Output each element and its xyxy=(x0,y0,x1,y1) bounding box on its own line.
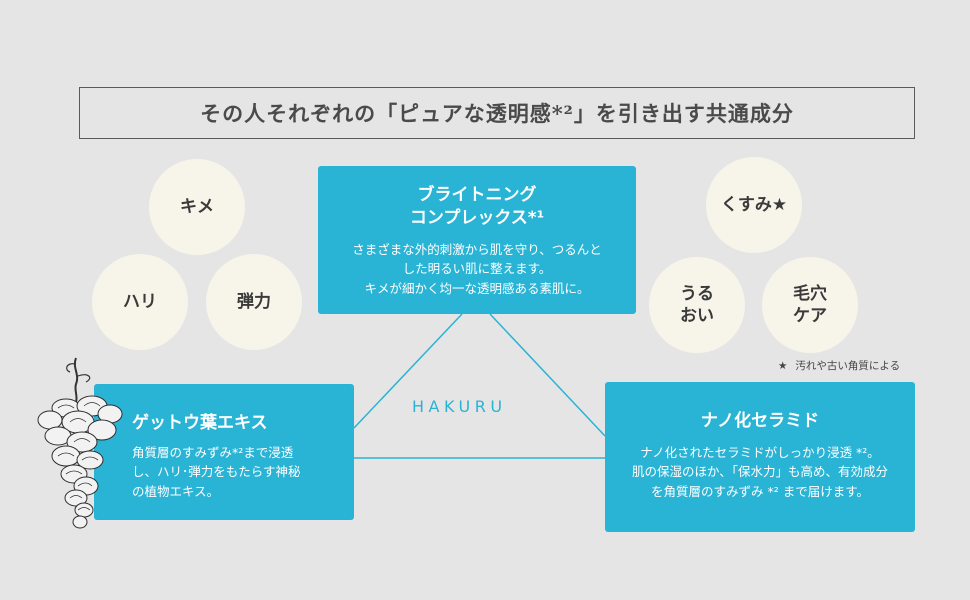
card-center-title-line1: ブライトニング xyxy=(318,184,636,207)
card-left-text-line1: 角質層のすみずみ*²まで浸透 xyxy=(132,443,344,462)
card-center-text-line3: キメが細かく均一な透明感ある素肌に。 xyxy=(318,279,636,298)
brand-hakuru: HAKURU xyxy=(412,397,507,416)
card-brightening-complex: ブライトニング コンプレックス*¹ さまざまな外的刺激から肌を守り、つるんと し… xyxy=(318,166,636,314)
card-left-text-line2: し、ハリ･弾力をもたらす神秘 xyxy=(132,462,344,481)
card-right-text-line3: を角質層のすみずみ *² まで届けます。 xyxy=(605,482,915,501)
card-center-text-line1: さまざまな外的刺激から肌を守り、つるんと xyxy=(318,240,636,259)
card-center-title-line2: コンプレックス*¹ xyxy=(318,207,636,230)
card-right-title: ナノ化セラミド xyxy=(605,410,915,433)
star-icon: ★ xyxy=(778,360,787,372)
footnote: ★ 汚れや古い角質による xyxy=(778,358,900,373)
card-right-text-line1: ナノ化されたセラミドがしっかり浸透 *²。 xyxy=(605,443,915,462)
getto-plant-illustration-icon xyxy=(36,356,136,531)
footnote-text: 汚れや古い角質による xyxy=(795,360,900,372)
connector-right xyxy=(490,314,605,436)
card-right-text-line2: 肌の保湿のほか、「保水力」も高め、有効成分 xyxy=(605,462,915,481)
card-center-text-line2: した明るい肌に整えます。 xyxy=(318,259,636,278)
card-nano-ceramide: ナノ化セラミド ナノ化されたセラミドがしっかり浸透 *²。 肌の保湿のほか、「保… xyxy=(605,382,915,532)
card-left-text-line3: の植物エキス。 xyxy=(132,482,344,501)
card-left-title: ゲットウ葉エキス xyxy=(132,412,344,435)
